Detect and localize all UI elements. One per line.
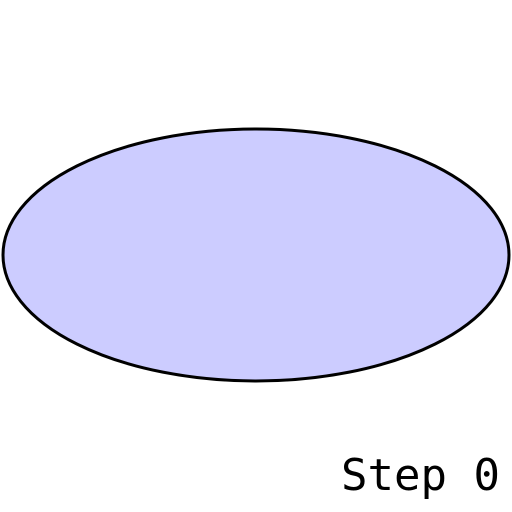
step-counter-label: Step 0 [341,450,500,501]
ellipse-shape [1,127,511,383]
